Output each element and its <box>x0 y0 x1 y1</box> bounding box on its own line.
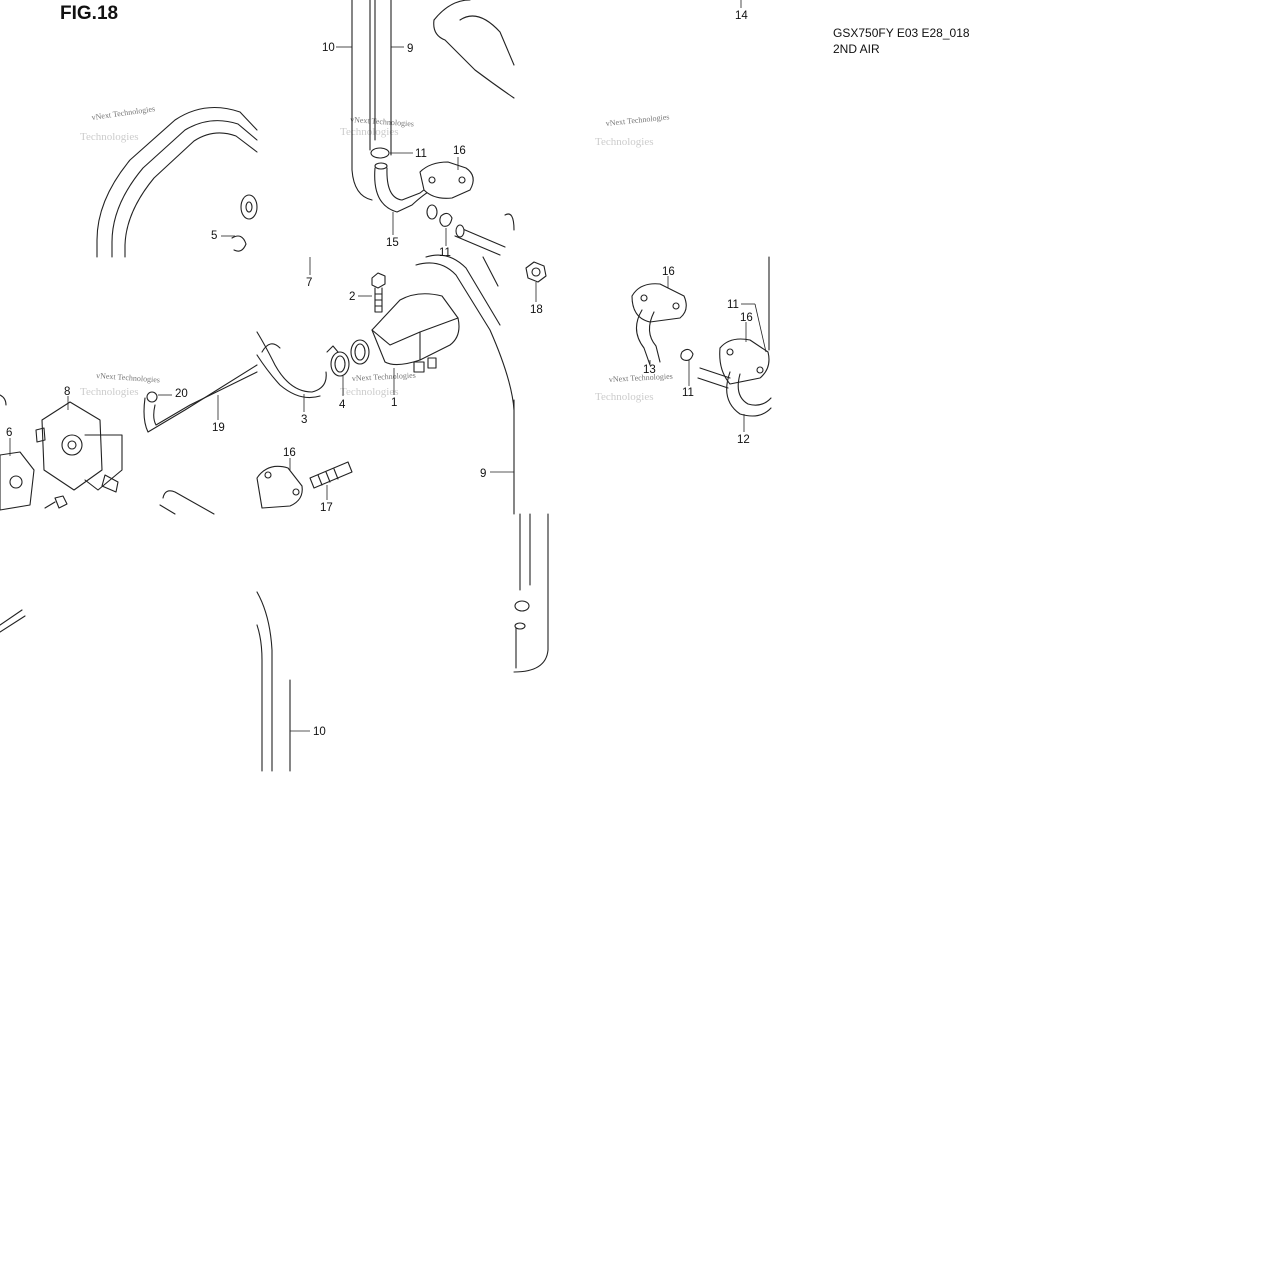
callout-12: 12 <box>737 434 750 446</box>
bolt-lower-left <box>44 495 68 509</box>
watermark: vNext Technologies <box>96 371 160 384</box>
pipe-13 <box>631 283 687 366</box>
hose-10-lower <box>256 591 291 772</box>
callout-16: 16 <box>283 447 296 459</box>
callout-10: 10 <box>322 42 335 54</box>
plate-16-top <box>419 161 474 199</box>
hose-fragment <box>0 615 26 633</box>
hose-fragment <box>0 609 23 626</box>
pipe-12 <box>697 338 772 417</box>
section-name: 2ND AIR <box>833 42 880 56</box>
watermark-bg: Technologies <box>340 386 399 398</box>
watermark-bg: Technologies <box>80 131 139 143</box>
hose-short-right <box>454 213 515 256</box>
callout-20: 20 <box>175 388 188 400</box>
callout-17: 17 <box>320 502 333 514</box>
watermark-bg: Technologies <box>340 126 399 138</box>
callout-13: 13 <box>643 364 656 376</box>
watermark-bg: Technologies <box>595 136 654 148</box>
cap-20 <box>146 391 158 403</box>
watermark: vNext Technologies <box>350 115 414 128</box>
hose-lower-left <box>159 504 176 515</box>
watermark: vNext Technologies <box>91 104 156 122</box>
plate-16-lower <box>256 465 303 509</box>
callout-14: 14 <box>735 10 748 22</box>
watermark-bg: Technologies <box>595 391 654 403</box>
callout-16: 16 <box>740 312 753 324</box>
callout-16: 16 <box>662 266 675 278</box>
watermark: vNext Technologies <box>609 372 673 384</box>
callout-2: 2 <box>349 291 355 303</box>
clip-11-top <box>370 147 390 159</box>
callout-8: 8 <box>64 386 70 398</box>
callout-19: 19 <box>212 422 225 434</box>
pipe-19 <box>143 364 258 433</box>
callout-3: 3 <box>301 414 307 426</box>
watermark: vNext Technologies <box>352 371 416 383</box>
pipe-17 <box>309 461 353 489</box>
callout-5: 5 <box>211 230 217 242</box>
watermark: vNext Technologies <box>605 112 670 128</box>
reed-valve-1 <box>350 293 460 373</box>
clip-11-mid <box>680 348 694 361</box>
callout-9: 9 <box>480 468 486 480</box>
callout-7: 7 <box>306 277 312 289</box>
left-valve-piece <box>240 194 258 220</box>
callout-11: 11 <box>727 299 739 311</box>
callout-11: 11 <box>682 387 694 399</box>
hose-bent-left <box>96 107 258 258</box>
callout-11: 11 <box>415 148 427 160</box>
valve-8 <box>35 401 123 493</box>
model-code: GSX750FY E03 E28_018 <box>833 26 970 40</box>
nut-18 <box>525 261 547 283</box>
hose-upper-right-curve <box>433 0 515 99</box>
valve-6 <box>0 394 35 511</box>
callout-18: 18 <box>530 304 543 316</box>
callout-4: 4 <box>339 399 346 411</box>
hose-lower-left <box>162 490 215 515</box>
callout-1: 1 <box>391 397 397 409</box>
hose-10-9-vertical <box>351 0 392 201</box>
callout-11: 11 <box>439 247 451 259</box>
hose-fragment-right <box>513 513 549 673</box>
hose-9-curve-right <box>415 254 515 411</box>
callout-10: 10 <box>313 726 326 738</box>
hose-3 <box>256 331 327 399</box>
callout-9: 9 <box>407 43 413 55</box>
callout-numbers: 14 10 9 11 16 5 15 11 7 2 18 16 11 16 13… <box>6 10 753 738</box>
callout-15: 15 <box>386 237 399 249</box>
watermark-bg: Technologies <box>80 386 139 398</box>
figure-code-block: GSX750FY E03 E28_018 2ND AIR <box>833 25 970 57</box>
bolt-2 <box>371 272 386 313</box>
callout-6: 6 <box>6 427 12 439</box>
clamp-4 <box>326 345 350 377</box>
watermark-group: Technologies vNext Technologies Technolo… <box>80 104 673 403</box>
clip-5 <box>231 235 247 252</box>
leader-lines <box>9 46 767 732</box>
clip-11-small <box>439 212 453 227</box>
figure-title: FIG.18 <box>60 3 119 24</box>
callout-16: 16 <box>453 145 466 157</box>
